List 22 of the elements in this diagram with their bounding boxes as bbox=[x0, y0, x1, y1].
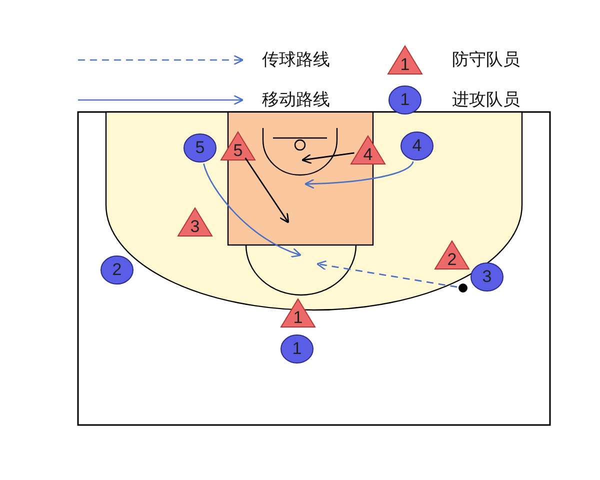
attacker-circle: 3 bbox=[470, 262, 504, 292]
defender-triangle: 5 bbox=[220, 131, 256, 161]
attacker-circle: 1 bbox=[280, 334, 314, 364]
legend-text: 防守队员 bbox=[452, 49, 520, 71]
attacker-circle: 2 bbox=[100, 255, 134, 285]
defender-triangle: 3 bbox=[177, 207, 213, 237]
defender-triangle: 4 bbox=[350, 135, 386, 165]
movement-arrow bbox=[301, 152, 354, 164]
legend-text: 进攻队员 bbox=[452, 89, 520, 111]
pass-arrow bbox=[316, 260, 458, 288]
defender-legend-triangle: 1 bbox=[387, 45, 423, 75]
ball-dot bbox=[458, 283, 468, 293]
movement-arrow bbox=[244, 158, 290, 224]
legend-text: 移动路线 bbox=[262, 89, 330, 111]
attacker-legend-circle: 1 bbox=[388, 85, 422, 115]
legend-text: 传球路线 bbox=[262, 49, 330, 71]
defender-triangle: 1 bbox=[280, 298, 316, 328]
defender-triangle: 2 bbox=[434, 240, 470, 270]
movement-arrow bbox=[304, 161, 414, 189]
attacker-circle: 5 bbox=[183, 133, 217, 163]
movement-arrow bbox=[203, 163, 302, 258]
attacker-circle: 4 bbox=[400, 131, 434, 161]
